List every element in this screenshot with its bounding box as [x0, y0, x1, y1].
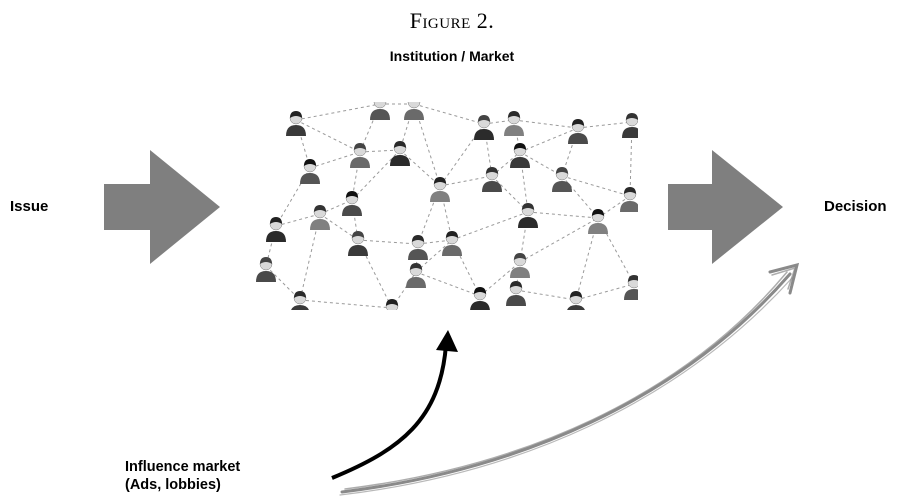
person-avatar-icon: [350, 143, 370, 168]
network-edge: [357, 239, 419, 245]
person-avatar-icon: [504, 111, 524, 136]
person-avatar-icon: [408, 235, 428, 260]
network-edge: [295, 103, 381, 121]
person-avatar-icon: [620, 187, 638, 212]
people-network-image: [252, 102, 638, 310]
network-edge: [439, 175, 493, 187]
network-edge: [275, 167, 311, 227]
person-avatar-icon: [442, 231, 462, 256]
network-edge: [359, 149, 401, 153]
network-edge: [515, 289, 577, 301]
network-edge: [417, 185, 441, 245]
network-edge: [491, 175, 529, 213]
network-edge: [479, 261, 521, 297]
network-edge: [513, 119, 579, 129]
person-avatar-icon: [552, 167, 572, 192]
person-avatar-icon: [348, 231, 368, 256]
network-edge: [519, 151, 563, 177]
issue-block-arrow-icon: [104, 150, 220, 264]
influence-to-decision-sketch-arrow-icon: [339, 262, 800, 496]
influence-line-2: (Ads, lobbies): [125, 477, 221, 493]
influence-to-institution-arrowhead-icon: [436, 330, 458, 352]
network-edge: [451, 211, 529, 241]
person-avatar-icon: [256, 257, 276, 282]
network-edge: [309, 151, 361, 169]
person-avatar-icon: [510, 143, 530, 168]
network-edge: [415, 271, 481, 297]
network-edge: [399, 149, 441, 187]
influence-line-1: Influence market: [125, 459, 241, 475]
person-avatar-icon: [510, 253, 530, 278]
person-avatar-icon: [286, 111, 306, 136]
influence-to-institution-arrow-icon: [331, 340, 451, 480]
person-avatar-icon: [567, 291, 585, 310]
network-edge: [413, 103, 485, 125]
person-avatar-icon: [622, 113, 638, 138]
person-avatar-icon: [342, 191, 362, 216]
person-avatar-icon: [404, 102, 424, 120]
network-edge: [519, 127, 579, 153]
person-avatar-icon: [568, 119, 588, 144]
decision-label: Decision: [824, 198, 887, 215]
person-avatar-icon: [506, 281, 526, 306]
person-avatar-icon: [390, 141, 410, 166]
person-avatar-icon: [291, 291, 309, 310]
network-edge: [319, 213, 359, 241]
network-edge: [451, 239, 481, 297]
network-edge: [575, 283, 635, 301]
person-avatar-icon: [430, 177, 450, 202]
person-avatar-icon: [518, 203, 538, 228]
person-avatar-icon: [300, 159, 320, 184]
network-edge: [415, 239, 453, 273]
institution-market-title: Institution / Market: [389, 48, 515, 64]
network-edge: [265, 265, 301, 301]
person-avatar-icon: [624, 275, 638, 300]
person-avatar-icon: [474, 115, 494, 140]
person-avatar-icon: [310, 205, 330, 230]
issue-label: Issue: [10, 198, 49, 215]
decision-block-arrow-icon: [668, 150, 783, 264]
influence-market-label: Influence market (Ads, lobbies): [125, 458, 240, 494]
network-edge: [519, 151, 529, 213]
network-edge: [275, 213, 321, 227]
person-avatar-icon: [385, 299, 399, 310]
person-avatar-icon: [406, 263, 426, 288]
person-avatar-icon: [588, 209, 608, 234]
person-avatar-icon: [370, 102, 390, 120]
figure-label: Figure 2.: [409, 8, 495, 33]
person-avatar-icon: [470, 287, 490, 310]
figure-title: Figure 2.: [0, 8, 904, 34]
network-edge: [519, 217, 599, 263]
network-nodes: [256, 102, 638, 310]
person-avatar-icon: [266, 217, 286, 242]
person-avatar-icon: [482, 167, 502, 192]
